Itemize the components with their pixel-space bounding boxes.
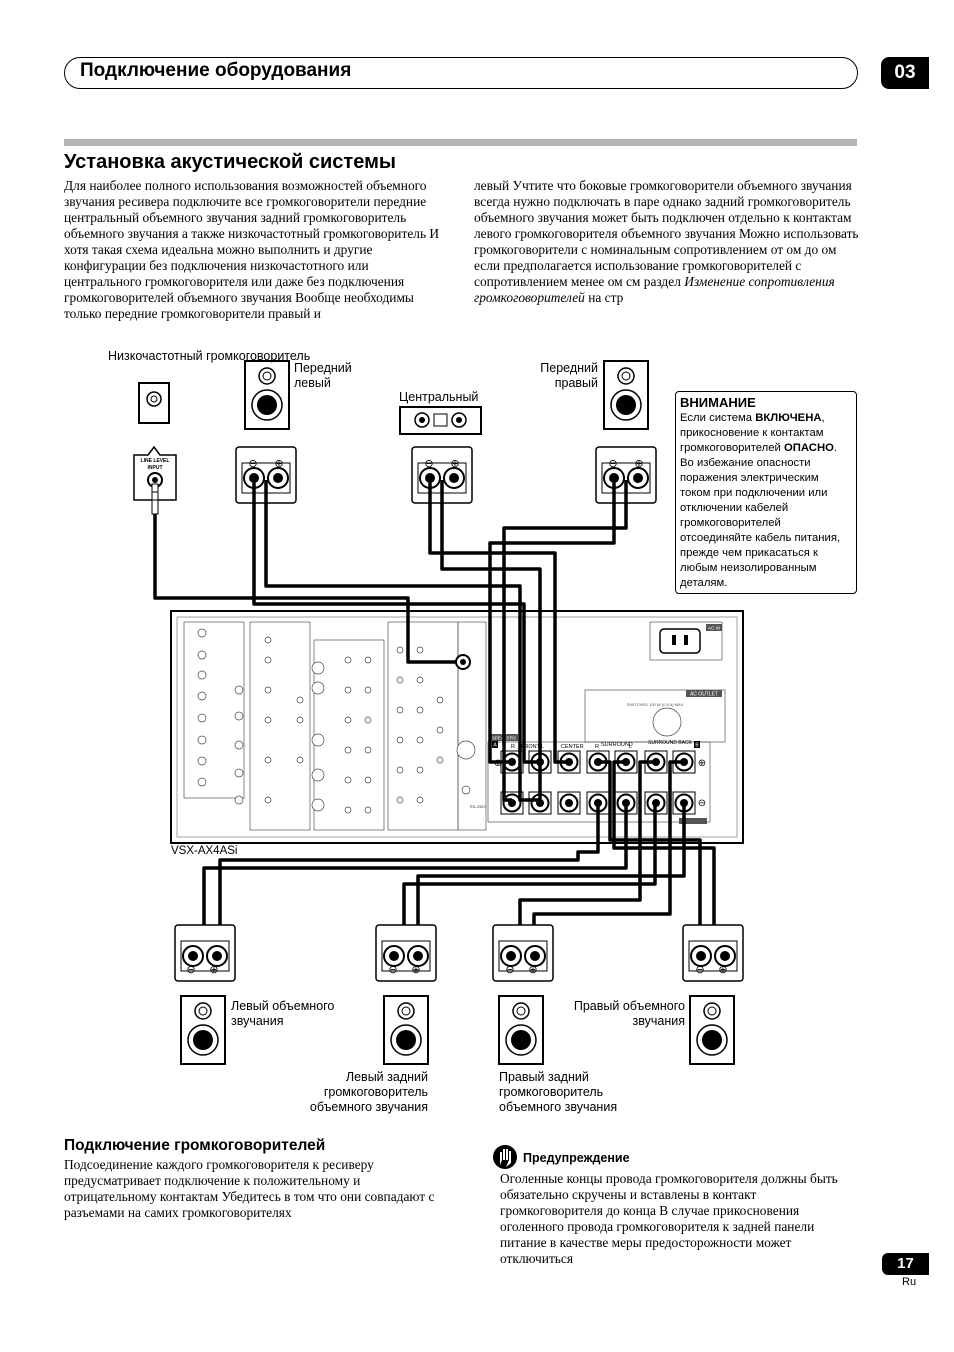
svg-text:⊕: ⊕ [718,963,727,976]
page-number: 17 [882,1253,929,1275]
svg-text:⊖: ⊖ [698,798,706,809]
svg-text:FRONT: FRONT [521,744,541,750]
intro-paragraph-2: левый Учтите что боковые громкоговорител… [474,178,859,306]
svg-text:AC IN: AC IN [708,626,720,631]
center-speaker-icon [399,406,482,435]
svg-text:⊖: ⊖ [186,963,195,976]
surround-back-right-label: Правый задний громкоговоритель объемного… [499,1070,618,1114]
svg-text:⊖: ⊖ [695,963,704,976]
line-level-input-icon: LINE LEVEL INPUT [133,445,177,515]
language-code: Ru [902,1276,917,1288]
svg-text:⊕: ⊕ [634,457,643,470]
surround-left-terminals: ⊖ ⊕ [174,924,236,982]
surround-left-label: Левый объемного звучания [231,999,335,1028]
surround-right-terminals: ⊖ ⊕ [682,924,744,982]
surround-right-label: Правый объемного звучания [573,999,685,1028]
warning-line-2: прикосновение к контактам [680,427,824,439]
caution-text: Оголенные концы провода громкоговорителя… [500,1171,838,1266]
svg-text:⊕: ⊕ [274,457,283,470]
speaker-cables-top [153,480,628,802]
section-rule [64,139,857,146]
front-right-terminals: ⊖ ⊕ [595,446,657,504]
svg-text:L: L [541,744,544,750]
front-left-speaker-icon [244,360,290,430]
surround-back-right-terminals: ⊖ ⊕ [492,924,554,982]
warning-text: Во избежание опасности поражения электри… [680,457,841,589]
chapter-badge: 03 [881,57,929,89]
svg-text:R: R [595,744,599,750]
svg-text:⊖: ⊖ [608,457,617,470]
svg-text:RS-232C: RS-232C [470,804,487,809]
connection-text: Подсоединение каждого громкоговорителя к… [64,1157,435,1220]
warning-title: ВНИМАНИЕ [680,395,756,410]
warning-box: ВНИМАНИЕ Если система ВКЛЮЧЕНА, прикосно… [675,391,857,594]
center-terminals: ⊖ ⊕ [411,446,473,504]
surround-left-speaker-icon [180,995,226,1065]
svg-text:⊕: ⊕ [411,963,420,976]
svg-text:⊕: ⊕ [450,457,459,470]
svg-text:AC OUTLET: AC OUTLET [690,692,718,698]
svg-text:⊖: ⊖ [505,963,514,976]
svg-text:SURROUND BACK: SURROUND BACK [648,740,693,746]
front-right-label: Передний правый [540,361,598,390]
speaker-cables-bottom [202,760,716,942]
cross-reference-link: Изменение сопротивления громкоговорителе… [474,274,835,305]
svg-text:⊕: ⊕ [209,963,218,976]
svg-text:⊕: ⊕ [698,758,706,769]
page-header-title: Подключение оборудования [80,60,352,81]
intro-column-right: левый Учтите что боковые громкоговорител… [474,178,859,306]
center-label: Центральный [399,390,479,404]
warning-line-3: громкоговорителей ОПАСНО. [680,442,838,454]
subwoofer-icon [138,382,170,424]
svg-text:B: B [695,743,699,749]
svg-text:⊖: ⊖ [388,963,397,976]
surround-back-left-label: Левый задний громкоговоритель объемного … [309,1070,428,1114]
svg-text:CENTER: CENTER [561,744,584,750]
svg-text:A: A [493,743,497,749]
receiver-back-panel: AC OUTLET SWITCHED 100 W (0.8 A) MAX AC … [170,610,744,844]
svg-text:⊕: ⊕ [528,963,537,976]
svg-text:LINE LEVEL: LINE LEVEL [141,458,170,464]
caution-title: Предупреждение [523,1151,630,1165]
surround-back-right-speaker-icon [498,995,544,1065]
svg-text:SURROUND: SURROUND [601,742,633,748]
svg-text:SWITCHED 100 W (0.8 A) MAX: SWITCHED 100 W (0.8 A) MAX [627,702,684,707]
surround-back-left-speaker-icon [383,995,429,1065]
svg-text:R: R [511,744,515,750]
surround-back-left-terminals: ⊖ ⊕ [375,924,437,982]
front-right-speaker-icon [603,360,649,430]
surround-right-speaker-icon [689,995,735,1065]
intro-paragraph-2-text: левый Учтите что боковые громкоговорител… [474,178,859,289]
svg-text:⊖: ⊖ [248,457,257,470]
intro-paragraph-2-tail: на стр [584,290,624,305]
svg-text:L: L [629,744,632,750]
connection-title: Подключение громкоговорителей [64,1137,326,1154]
front-left-terminals: ⊖ ⊕ [235,446,297,504]
caution-hand-icon [493,1145,517,1169]
section-title: Установка акустической системы [64,151,396,173]
subwoofer-label: Низкочастотный громкоговоритель [108,349,311,363]
svg-text:INPUT: INPUT [148,465,163,471]
header-bar [64,57,858,89]
intro-column-left: Для наиболее полного использования возмо… [64,178,449,322]
warning-line-1: Если система ВКЛЮЧЕНА, [680,412,825,424]
svg-text:⊖: ⊖ [424,457,433,470]
front-left-label: Передний левый [294,361,352,390]
model-name: VSX-AX4ASi [171,845,238,857]
intro-paragraph-1: Для наиболее полного использования возмо… [64,178,440,321]
